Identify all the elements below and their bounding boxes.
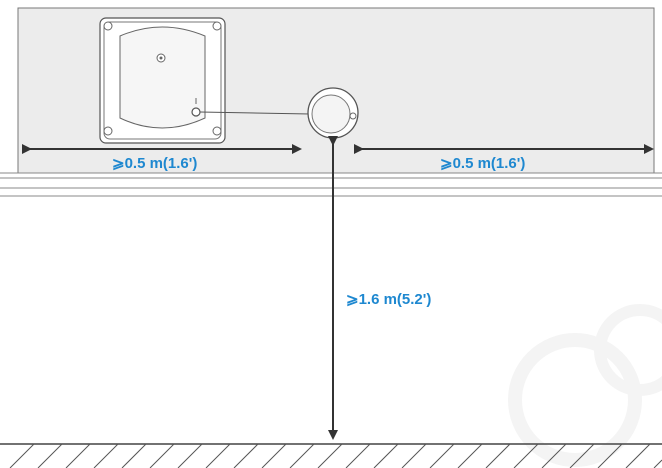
window-sill: [0, 172, 662, 197]
window-cleaning-robot-icon: [99, 17, 226, 144]
floor-hatching: [0, 443, 662, 468]
right-clearance-label: ⩾0.5 m(1.6'): [440, 155, 525, 172]
left-clearance-label: ⩾0.5 m(1.6'): [112, 155, 197, 172]
safety-tether-ring-icon: [307, 87, 359, 139]
vertical-clearance-label: ⩾1.6 m(5.2'): [346, 291, 431, 308]
safety-tether-cable: [199, 111, 311, 115]
watermark: [508, 304, 662, 467]
